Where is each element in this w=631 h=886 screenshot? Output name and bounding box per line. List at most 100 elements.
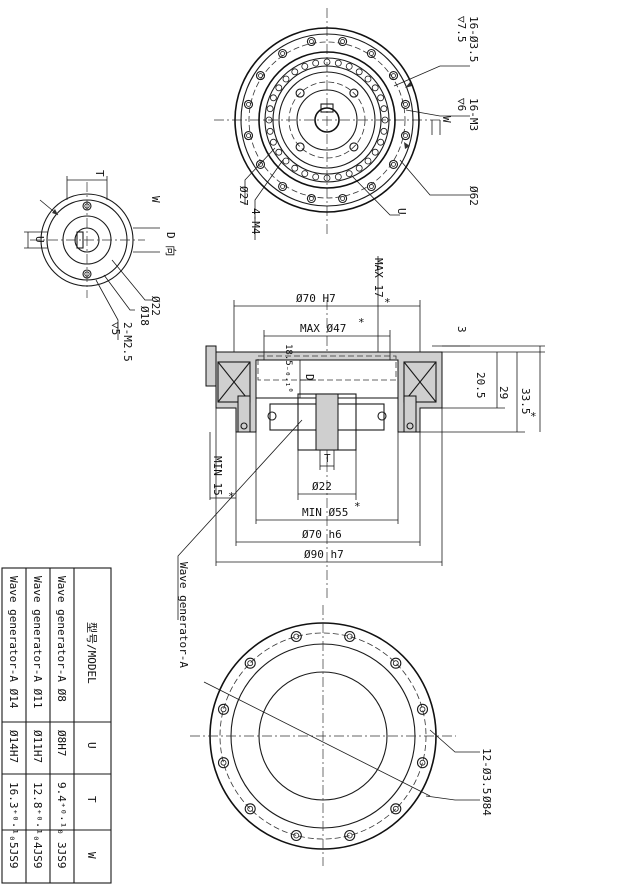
label-depth-6: ▽6 xyxy=(455,98,468,111)
star-3: * xyxy=(530,410,537,423)
star-1: * xyxy=(384,296,391,309)
roller xyxy=(282,157,290,165)
label-o70-h6: Ø70 h6 xyxy=(302,528,342,541)
bolt-hole xyxy=(400,99,411,109)
label-u-top: U xyxy=(395,208,408,215)
mounting-hole-inner xyxy=(346,633,353,640)
roller xyxy=(275,148,283,156)
label-w-d: W xyxy=(149,196,162,203)
d-view-hub xyxy=(24,176,160,340)
mounting-hole xyxy=(244,803,256,815)
label-o27: Ø27 xyxy=(237,186,250,206)
star-5: * xyxy=(354,500,361,513)
bolt-hole xyxy=(278,181,288,192)
mounting-hole-inner xyxy=(392,660,399,667)
table-header-u: U xyxy=(85,742,98,749)
roller xyxy=(282,75,290,83)
table-row-2-model: Wave generator-A Ø11 xyxy=(31,576,44,708)
roller xyxy=(275,84,283,92)
star-2: * xyxy=(358,316,365,329)
mounting-hole xyxy=(344,829,356,842)
roller xyxy=(364,157,372,165)
bolt-hole-inner xyxy=(368,184,374,189)
roller xyxy=(334,59,342,67)
mounting-hole xyxy=(390,657,402,669)
roller xyxy=(345,63,353,70)
roller xyxy=(323,174,331,182)
mounting-hole xyxy=(244,657,256,669)
bolt-hole-inner xyxy=(368,51,374,56)
mounting-hole-inner xyxy=(220,759,227,766)
roller xyxy=(266,105,274,113)
top-flange-view xyxy=(214,8,470,240)
roller xyxy=(323,58,331,66)
table-header-t: T xyxy=(85,796,98,803)
label-16-m3: 16-M3 xyxy=(467,98,480,131)
label-wave-generator: Wave generator-A xyxy=(177,562,190,668)
roller xyxy=(266,127,274,135)
bolt-hole-inner xyxy=(391,161,396,167)
bolt-hole xyxy=(243,99,254,109)
bolt-hole-inner xyxy=(403,133,408,139)
bolt-hole-inner xyxy=(308,196,314,201)
mounting-hole xyxy=(416,703,429,715)
roller xyxy=(291,164,299,172)
model-table xyxy=(1,567,112,884)
label-depth-5: ▽5 xyxy=(109,322,122,335)
bolt-hole xyxy=(366,181,376,192)
label-16-o35: 16-Ø3.5 xyxy=(467,16,480,62)
mounting-hole-inner xyxy=(419,706,426,713)
roller xyxy=(377,94,385,102)
bolt-hole xyxy=(255,159,266,169)
mounting-hole xyxy=(290,829,302,842)
label-D: D xyxy=(303,374,316,381)
label-20-5: 20.5 xyxy=(474,372,487,399)
label-max-17: MAX 17 xyxy=(372,258,385,298)
roller xyxy=(377,138,385,146)
label-depth-75: ▽7.5 xyxy=(455,16,468,43)
roller xyxy=(380,127,388,135)
roller xyxy=(371,148,379,156)
roller xyxy=(312,59,320,67)
mounting-hole xyxy=(344,630,356,643)
label-min-15: MIN 15 xyxy=(211,456,224,496)
bolt-hole xyxy=(400,131,411,141)
star-4: * xyxy=(228,490,235,503)
bolt-hole-inner xyxy=(280,51,286,56)
roller xyxy=(345,170,353,178)
label-u-d: U xyxy=(33,236,46,243)
bolt-hole xyxy=(388,159,399,169)
roller xyxy=(334,173,342,181)
roller xyxy=(312,173,320,181)
section-view xyxy=(177,256,545,620)
mounting-hole xyxy=(290,630,302,643)
bolt-hole-inner xyxy=(403,102,408,107)
roller xyxy=(301,170,309,178)
mounting-hole xyxy=(416,757,429,769)
mounting-hole-inner xyxy=(247,805,254,812)
mounting-hole-inner xyxy=(346,832,353,839)
label-d-view: D 向 xyxy=(164,232,178,256)
table-row-2-u: Ø11H7 xyxy=(31,730,44,763)
inner-thread-hole xyxy=(349,88,359,98)
table-row-3-w: 5JS9 xyxy=(7,842,20,869)
bolt-hole xyxy=(338,36,348,47)
mounting-hole xyxy=(217,703,230,715)
mounting-hole-inner xyxy=(293,633,300,640)
label-18-5: 18.5₋₀.₁⁰ xyxy=(283,344,293,393)
table-row-1-t: 9.4⁺⁰·¹₀ xyxy=(55,782,68,835)
bolt-hole-inner xyxy=(340,196,346,201)
roller xyxy=(291,68,299,76)
label-33-5: 33.5 xyxy=(519,388,532,415)
roller xyxy=(265,116,273,124)
roller xyxy=(355,68,363,76)
bolt-hole-inner xyxy=(246,102,251,107)
bolt-hole-inner xyxy=(391,73,396,78)
bolt-hole-inner xyxy=(258,161,263,167)
label-o22-d: Ø22 xyxy=(149,296,162,316)
label-t-sec: T xyxy=(324,452,331,465)
table-row-2-t: 12.8⁺⁰·¹₀ xyxy=(31,782,44,842)
table-row-1-u: Ø8H7 xyxy=(55,730,68,757)
bolt-hole-inner xyxy=(246,133,251,139)
